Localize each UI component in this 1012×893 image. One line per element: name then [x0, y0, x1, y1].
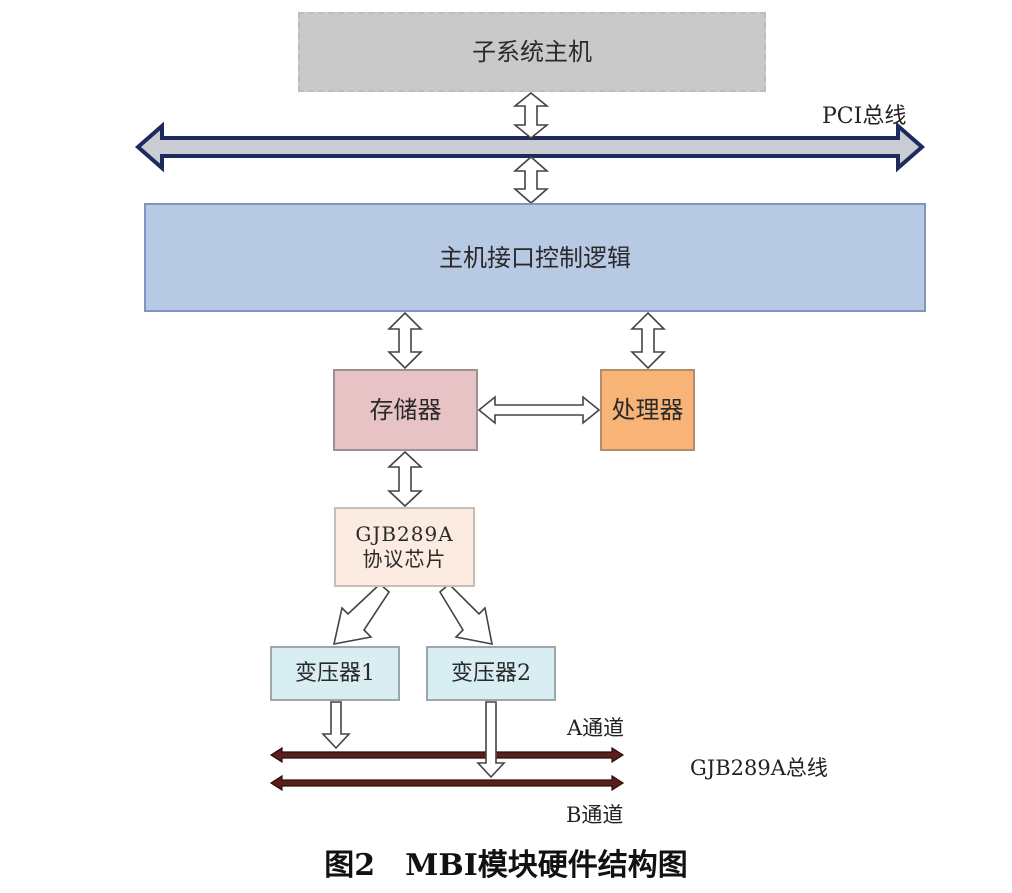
protocol-chip-name: 协议芯片 [362, 547, 447, 571]
interface-memory-connector [387, 311, 423, 370]
memory-label: 存储器 [369, 396, 442, 424]
protocol-chip-box: GJB289A 协议芯片 [334, 507, 475, 587]
pci-interface-connector [512, 155, 550, 205]
memory-box: 存储器 [333, 369, 478, 451]
pci-bus-label: PCI总线 [822, 104, 907, 129]
transformer-2-label: 变压器2 [451, 660, 531, 686]
gjb289a-bus-label: GJB289A总线 [690, 756, 828, 780]
host-pci-connector [512, 91, 550, 140]
processor-box: 处理器 [600, 369, 695, 451]
transformer2-channel-b-arrow [476, 701, 506, 779]
memory-chip-connector [386, 450, 424, 508]
host-box: 子系统主机 [298, 12, 766, 92]
chip-transformer2-arrow [438, 582, 494, 646]
processor-label: 处理器 [611, 396, 684, 424]
interface-processor-connector [630, 311, 666, 370]
transformer-1-box: 变压器1 [270, 646, 400, 701]
transformer1-channel-a-arrow [321, 701, 351, 750]
figure-caption: 图2 MBI模块硬件结构图 [324, 848, 688, 883]
memory-processor-connector [477, 395, 601, 425]
host-interface-box: 主机接口控制逻辑 [144, 203, 926, 312]
host-interface-label: 主机接口控制逻辑 [439, 243, 631, 272]
channel-b-bus-line [269, 774, 625, 792]
host-label: 子系统主机 [472, 38, 592, 66]
channel-a-label: A通道 [567, 716, 625, 740]
channel-a-bus-line [269, 746, 625, 764]
transformer-2-box: 变压器2 [426, 646, 556, 701]
chip-transformer1-arrow [332, 582, 391, 646]
protocol-chip-model: GJB289A [355, 522, 454, 546]
transformer-1-label: 变压器1 [295, 660, 375, 686]
channel-b-label: B通道 [566, 803, 624, 827]
pci-bus-arrow [134, 121, 926, 173]
